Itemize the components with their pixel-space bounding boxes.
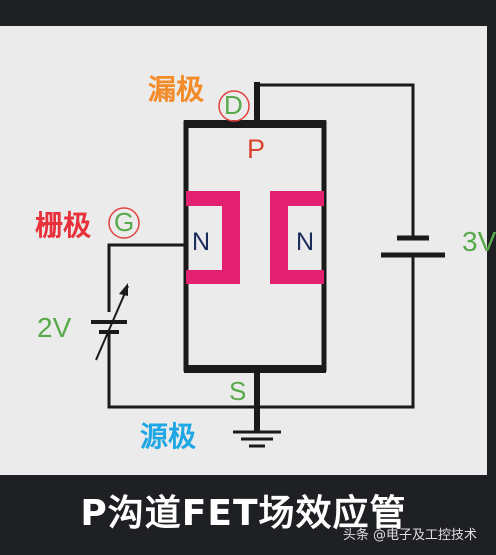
diagram-canvas: 漏极 栅极 源极 D G S P N N 2V 3V (0, 26, 496, 475)
source-label: 源极 (140, 420, 197, 453)
gate-pin-label: G (114, 207, 135, 237)
n-region-right-label: N (296, 228, 315, 256)
watermark: 头条 @电子及工控技术 (342, 528, 477, 543)
n-region-left-gap (186, 206, 222, 270)
caption-title: P沟道FET场效应管 (80, 493, 407, 534)
battery-3v-return-wire (257, 255, 415, 409)
fet-circuit-svg (91, 82, 445, 448)
source-plate (184, 365, 326, 373)
drain-pin-circle (218, 90, 250, 122)
n-region-left-label: N (192, 228, 211, 256)
top-bar (0, 0, 487, 26)
caption-bar: P沟道FET场效应管 头条 @电子及工控技术 (0, 475, 487, 555)
variable-arrow-line (95, 285, 129, 361)
drain-plate (184, 120, 326, 128)
gate-return-wire (107, 332, 257, 409)
gate-wire (107, 243, 186, 312)
drain-voltage-label: 3V (462, 226, 496, 257)
gate-voltage-label: 2V (37, 312, 72, 343)
n-region-right-gap (288, 206, 324, 270)
gate-label: 栅极 (35, 209, 92, 242)
drain-pin-label: D (224, 90, 243, 120)
gate-pin-circle (108, 207, 140, 239)
n-region-left (186, 191, 240, 284)
variable-arrow-head (119, 283, 128, 296)
substrate-type-label: P (247, 134, 266, 164)
drain-wire (257, 83, 415, 238)
drain-label: 漏极 (148, 73, 205, 106)
n-region-right (270, 191, 324, 284)
source-pin-label: S (229, 376, 247, 406)
